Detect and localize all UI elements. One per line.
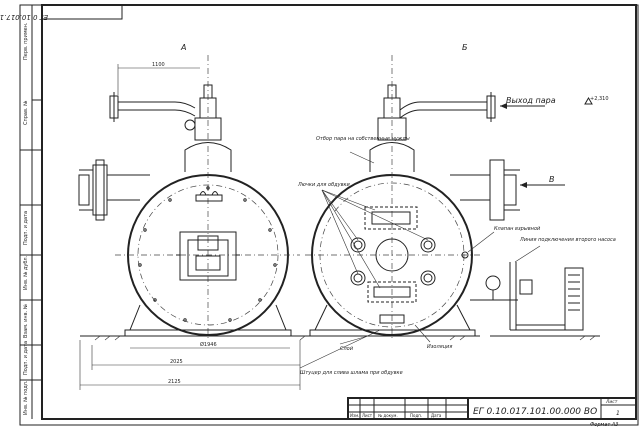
pressure-gauge-icon [184,119,196,131]
pump-line-label: Линия подключения второго насоса [519,237,616,243]
tb-row-label-3: Подп. [410,413,422,418]
side-label-6: Инв. № подл. [23,380,29,415]
tb-row-label-1: Лист [362,413,373,418]
view-a-label: А [180,43,186,52]
outer-frame [19,4,639,426]
ground-hatch [94,335,596,341]
top-stamp: ЕГ 0.10.017.101.00.000 ВО [0,4,123,21]
level-mark: +2,310 [590,96,609,102]
format-label: Формат А3 [590,422,618,428]
dim-2025: 2025 [170,359,183,365]
sheet-label: Лист [605,399,618,405]
tb-row-label-2: № докум. [378,413,398,418]
left-margin: Перв. примен. Справ. № Подп. и дата Инв.… [20,5,42,419]
side-label-0: Перв. примен. [23,22,29,60]
pump-gauge-icon [485,275,501,291]
side-label-5: Подп. и дата [23,341,29,375]
manhole [375,238,409,272]
burner-door [179,231,237,281]
side-label-3: Инв. № дубл. [23,255,29,290]
view-b-label: Б [462,43,468,52]
tb-row-label-4: Дата [431,413,442,418]
steam-outlet-label: Выход пара [506,96,556,105]
boiler-back-view [305,55,545,340]
side-label-4: Взам. инв. № [23,303,29,338]
sheet-number: 1 [616,410,620,417]
view-v-label: В [549,175,555,184]
title-block-code: ЕГ 0.10.017.101.00.000 ВО [473,407,597,417]
side-label-2: Подп. и дата [23,211,29,245]
slab-label: Слой [340,346,354,352]
front-dimensions: 1100 А Ø1946 2025 2125 [79,43,301,390]
dim-1100: 1100 [152,62,165,68]
tb-row-label-0: Изм. [350,413,359,418]
hatches-label: Лючки для обдувки [297,182,351,188]
inner-frame [41,4,637,420]
front-drum [184,142,232,172]
dim-1946: Ø1946 [200,341,217,348]
hatch-leaders [321,189,429,289]
title-block: Изм. Лист № докум. Подп. Дата ЕГ 0.10.01… [347,397,637,428]
drain-label: Штуцер для слива шлама при обдувке [300,370,403,376]
pump [564,267,584,331]
side-label-1: Справ. № [23,100,29,125]
dim-2125: 2125 [168,379,181,385]
blast-valve-label: Клапан взрывной [494,226,541,232]
boiler-front-view [78,55,310,340]
top-stamp-code: ЕГ 0.10.017.101.00.000 ВО [0,13,48,21]
steam-takeoff-label-1: Отбор пара на собственные нужды [316,136,410,142]
pump-assembly [470,262,600,337]
insulation-label: Изоляция [427,344,452,350]
